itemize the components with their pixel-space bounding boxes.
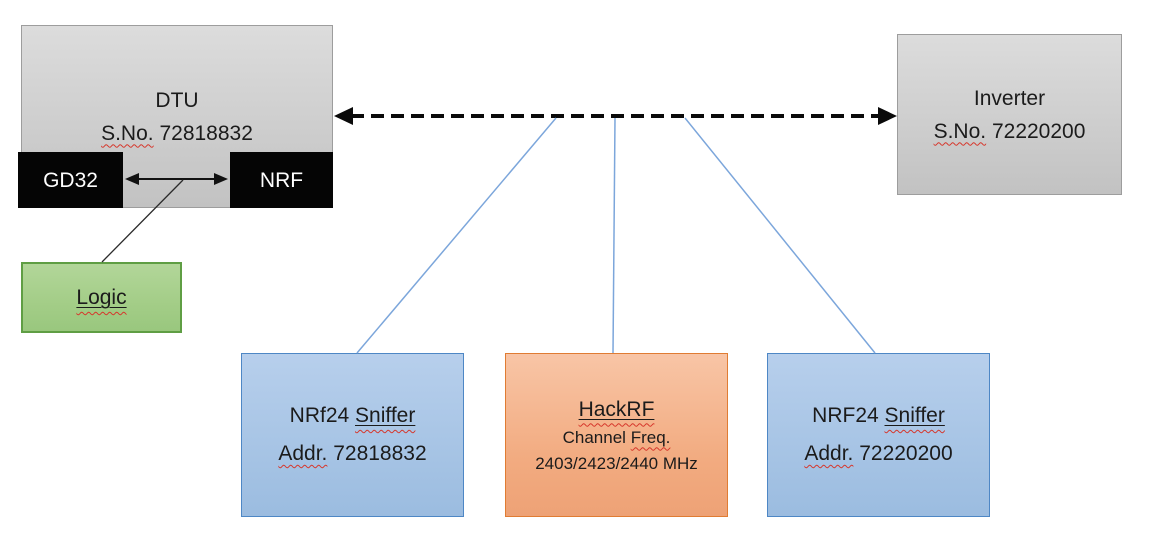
sniffer2-box: NRF24 Sniffer Addr. 72220200 [767,353,990,517]
sniffer1-title-underline: Sniffer [355,404,415,427]
dtu-serial: S.No. 72818832 [101,117,253,150]
inverter-serial: S.No. 72220200 [934,115,1086,148]
gd32-label: GD32 [43,168,98,192]
inverter-box: Inverter S.No. 72220200 [897,34,1122,195]
sniffer2-title: NRF24 Sniffer [812,397,945,435]
hackrf-freq-word: Freq. [630,427,671,447]
arrowhead-left-icon [334,107,353,125]
sniffer1-addr: Addr. 72818832 [278,435,426,473]
arrowhead-right-icon [878,107,897,125]
hackrf-freq-label: Channel Freq. [563,425,671,451]
hackrf-title-line: HackRF [579,394,655,425]
gd32-chip-box: GD32 [18,152,123,208]
sniffer1-box: NRf24 Sniffer Addr. 72818832 [241,353,464,517]
sniffer1-title-prefix: NRf24 [289,404,356,427]
sniffer2-tap-line [684,117,876,354]
sniffer2-addr: Addr. 72220200 [804,435,952,473]
dtu-title: DTU [155,88,199,112]
logic-label: Logic [76,286,127,309]
sniffer2-addr-value: 72220200 [853,442,953,465]
sniffer2-addr-label: Addr. [804,442,854,465]
hackrf-tap-line [612,117,616,354]
sniffer1-title: NRf24 Sniffer [290,397,416,435]
dtu-serial-label: S.No. [101,121,154,145]
inverter-serial-number: 72220200 [986,119,1086,143]
inverter-title: Inverter [973,86,1046,110]
logic-label-line: Logic [76,281,126,314]
dtu-inverter-wireless-link [334,107,897,125]
nrf-label: NRF [259,168,304,192]
hackrf-box: HackRF Channel Freq. 2403/2423/2440 MHz [505,353,728,517]
sniffer1-addr-value: 72818832 [327,442,427,465]
hackrf-title: HackRF [578,397,655,421]
sniffer1-tap-line [356,117,557,354]
sniffer1-title-word: Sniffer [355,404,416,427]
sniffer2-title-word: Sniffer [884,404,945,427]
dtu-serial-number: 72818832 [153,121,253,145]
inverter-serial-label: S.No. [933,119,987,143]
nrf-chip-box: NRF [230,152,333,208]
sniffer2-title-prefix: NRF24 [812,404,885,427]
hackrf-title-underline: HackRF [579,398,655,421]
hackrf-frequencies: 2403/2423/2440 MHz [535,453,698,473]
logic-box: Logic [21,262,182,333]
hackrf-freq-prefix: Channel [562,427,631,447]
logic-underline: Logic [76,286,126,309]
sniffer2-title-underline: Sniffer [885,404,945,427]
sniffer1-addr-label: Addr. [278,442,328,465]
